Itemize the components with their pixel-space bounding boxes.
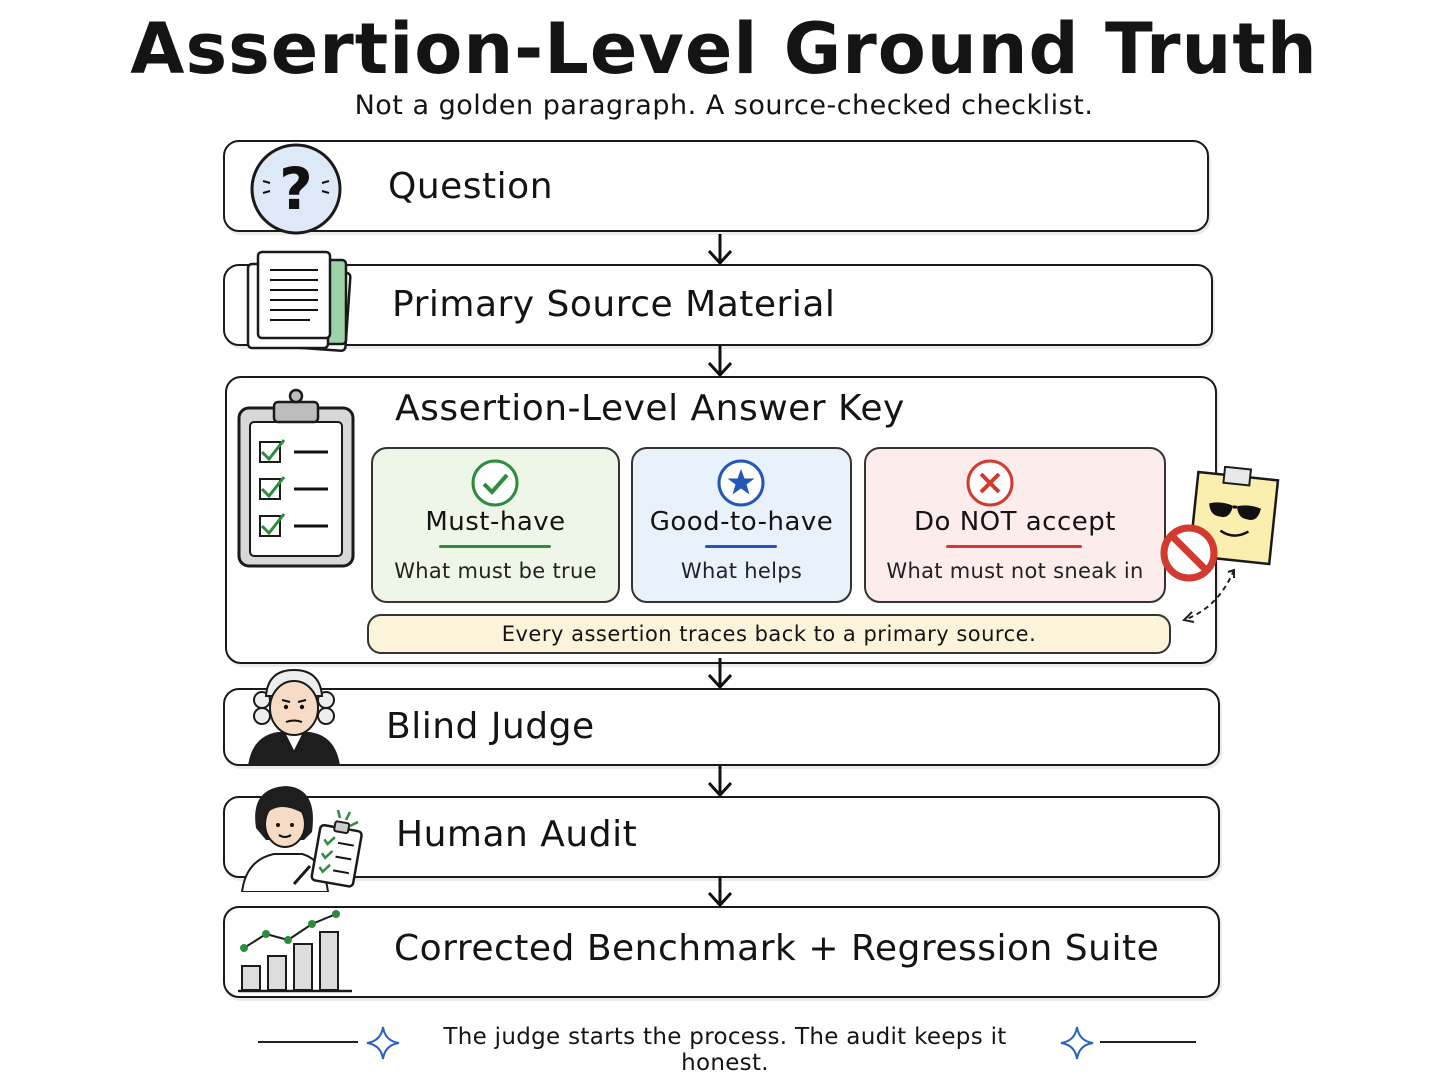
clipboard-checklist-icon	[234, 388, 358, 570]
card-title-do-not-accept: Do NOT accept	[914, 507, 1116, 537]
stage-human-audit	[223, 796, 1220, 878]
sparkle-icon	[1060, 1026, 1094, 1060]
stage-blind-judge	[223, 688, 1220, 766]
page-title: Assertion-Level Ground Truth	[130, 8, 1318, 90]
card-do-not-accept: Do NOT accept What must not sneak in	[864, 447, 1166, 603]
stage-label-question: Question	[388, 166, 554, 207]
card-desc-do-not-accept: What must not sneak in	[886, 559, 1144, 583]
flow-arrow	[705, 232, 735, 266]
page-subtitle: Not a golden paragraph. A source-checked…	[354, 90, 1094, 121]
dashed-pointer-arrow	[1178, 564, 1240, 626]
stage-question	[223, 140, 1209, 232]
judge-portrait-icon	[244, 666, 344, 766]
stage-corrected-benchmark	[223, 906, 1220, 998]
card-title-good-to-have: Good-to-have	[649, 507, 834, 537]
card-desc-good-to-have: What helps	[680, 559, 803, 583]
card-underline	[705, 545, 777, 548]
stage-label-human-audit: Human Audit	[396, 814, 638, 855]
svg-text:?: ?	[279, 155, 313, 223]
stage-label-blind-judge: Blind Judge	[386, 706, 595, 747]
question-mark-icon: ?	[246, 143, 346, 235]
trace-note: Every assertion traces back to a primary…	[367, 614, 1171, 654]
card-underline	[439, 545, 551, 548]
stage-label-corrected-benchmark: Corrected Benchmark + Regression Suite	[394, 928, 1160, 969]
flow-arrow	[705, 874, 735, 908]
flow-arrow	[705, 764, 735, 798]
check-circle-icon	[469, 457, 521, 509]
auditor-with-clipboard-icon	[240, 780, 364, 893]
flow-arrow	[705, 656, 735, 690]
x-circle-icon	[964, 457, 1016, 509]
card-must-have: Must-have What must be true	[371, 447, 620, 603]
bar-chart-trend-icon	[236, 906, 354, 996]
star-circle-icon	[715, 457, 767, 509]
card-title-must-have: Must-have	[425, 507, 566, 537]
stage-label-answer-key: Assertion-Level Answer Key	[395, 388, 905, 429]
footer-rule-left	[258, 1041, 358, 1043]
card-desc-must-have: What must be true	[394, 559, 597, 583]
documents-stack-icon	[240, 248, 358, 356]
card-good-to-have: Good-to-have What helps	[631, 447, 852, 603]
stage-label-primary-source: Primary Source Material	[392, 284, 836, 325]
stage-primary-source	[223, 264, 1213, 346]
footer-caption: The judge starts the process. The audit …	[443, 1024, 1007, 1076]
no-entry-icon	[1160, 524, 1218, 582]
flow-arrow	[705, 344, 735, 378]
footer-rule-right	[1100, 1041, 1196, 1043]
sparkle-icon	[366, 1026, 400, 1060]
card-underline	[946, 545, 1082, 548]
